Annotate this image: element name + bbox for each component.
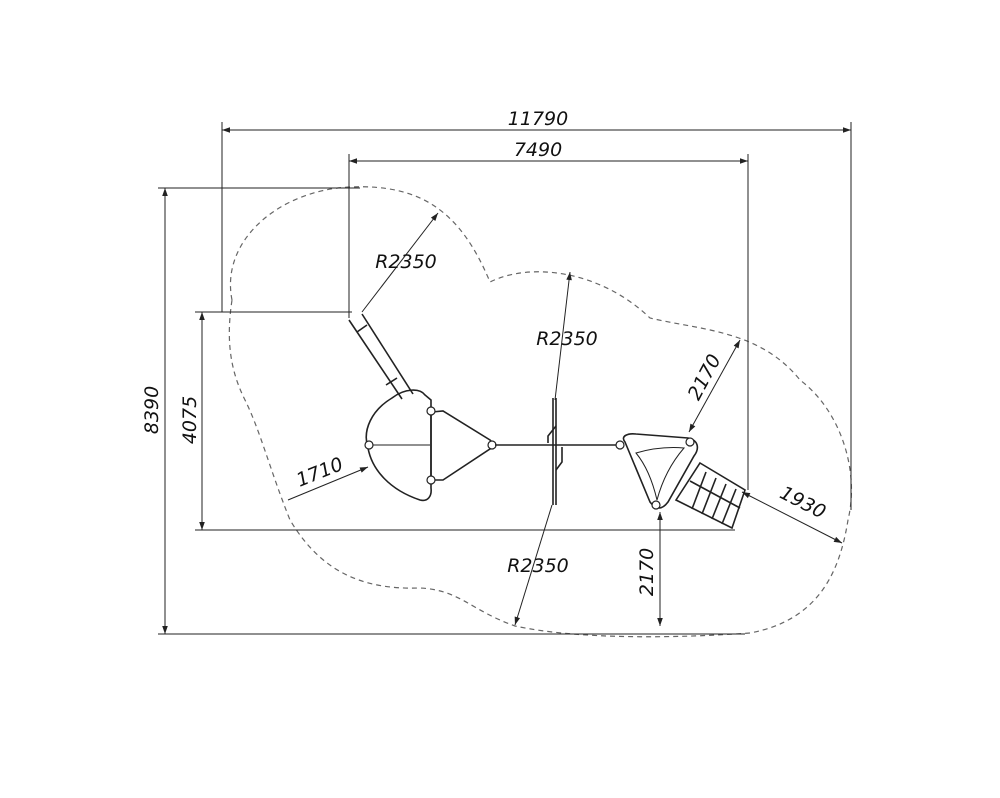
dimension-lines bbox=[162, 127, 851, 634]
dim-offset-slide: 1930 bbox=[776, 482, 829, 524]
extension-lines bbox=[158, 122, 852, 635]
dim-offset-left: 1710 bbox=[293, 453, 346, 492]
dim-overall-width: 11790 bbox=[508, 108, 568, 130]
center-element bbox=[547, 398, 563, 505]
dim-radius-center-top: R2350 bbox=[536, 328, 598, 350]
dim-overall-height: 8390 bbox=[141, 386, 163, 434]
steps-right bbox=[674, 461, 746, 530]
platform-right bbox=[622, 433, 699, 509]
safety-zone-outline bbox=[228, 186, 852, 638]
play-equipment bbox=[348, 313, 746, 530]
dim-radius-center-bottom: R2350 bbox=[507, 555, 569, 577]
dim-radius-top-left: R2350 bbox=[375, 251, 437, 273]
dim-offset-right-bottom: 2170 bbox=[636, 548, 658, 596]
dim-equipment-width: 7490 bbox=[514, 139, 562, 161]
dim-equipment-height: 4075 bbox=[179, 396, 201, 444]
ladder-left bbox=[348, 313, 414, 400]
triangle-frame-left bbox=[431, 410, 494, 481]
